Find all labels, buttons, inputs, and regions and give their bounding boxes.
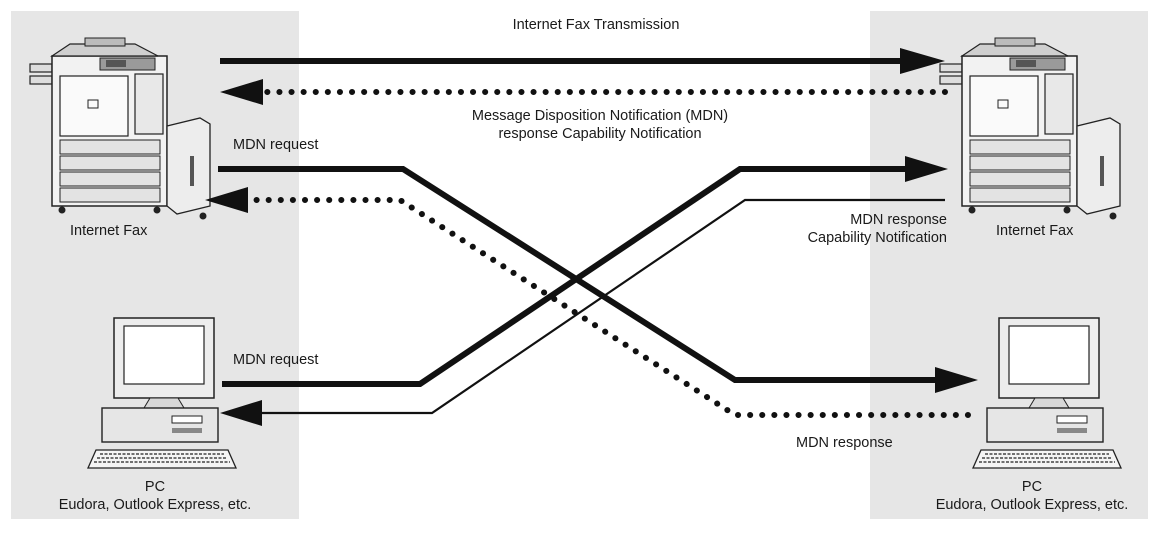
right-fax-icon	[939, 37, 1121, 221]
left-fax-label: Internet Fax	[70, 223, 148, 239]
pc-mdn-request-label: MDN request	[233, 352, 319, 368]
mdn-response-capability-label: MDN response Capability Notification	[808, 211, 947, 247]
mdn-notification-arrow	[220, 79, 948, 105]
left-fax-icon	[29, 37, 211, 221]
pc-mdn-response-arrow	[205, 187, 971, 418]
mdn-response-label: MDN response	[796, 435, 893, 451]
fax-mdn-request-arrow	[218, 166, 978, 393]
left-pc-label: PC Eudora, Outlook Express, etc.	[59, 478, 252, 514]
right-pc-icon	[972, 317, 1122, 469]
mdn-response-capability-line2: Capability Notification	[807, 230, 947, 246]
pc-mdn-request-arrow	[222, 156, 948, 387]
mdn-notification-label-line1: Message Disposition Notification (MDN)	[471, 108, 729, 124]
mdn-response-capability-line1: MDN response	[850, 212, 947, 228]
fax-mdn-response-arrow	[220, 198, 945, 426]
left-pc-label-line2: Eudora, Outlook Express, etc.	[58, 497, 252, 513]
left-pc-icon	[87, 317, 237, 469]
fax-mdn-request-label: MDN request	[233, 137, 319, 153]
transmission-arrow	[220, 48, 945, 74]
mdn-notification-label-line2: response Capability Notification	[498, 126, 702, 142]
left-pc-label-line1: PC	[144, 479, 166, 495]
transmission-label: Internet Fax Transmission	[512, 17, 680, 33]
mdn-notification-label: Message Disposition Notification (MDN) r…	[472, 107, 728, 143]
right-pc-label-line2: Eudora, Outlook Express, etc.	[935, 497, 1129, 513]
right-fax-label: Internet Fax	[996, 223, 1074, 239]
right-pc-label: PC Eudora, Outlook Express, etc.	[936, 478, 1129, 514]
right-pc-label-line1: PC	[1021, 479, 1043, 495]
